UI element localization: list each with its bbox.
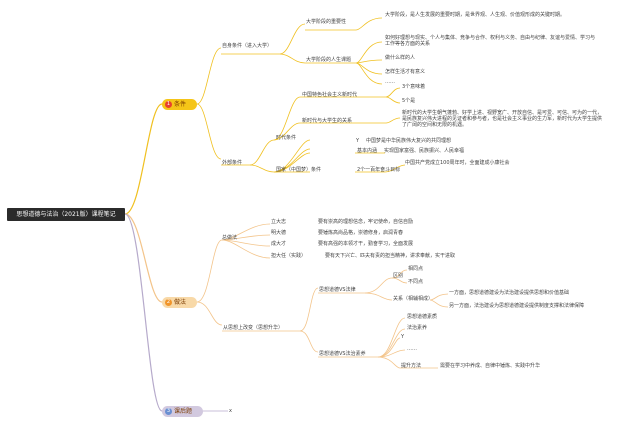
node-two-centenary[interactable]: 2个一百年奋斗目标: [357, 167, 401, 173]
node-overall-method[interactable]: 总做法: [222, 235, 238, 241]
node-meaningful-life[interactable]: 怎样生活才有意义: [385, 69, 426, 75]
node-big-duty[interactable]: 担大任（实践）: [271, 253, 307, 259]
node-big-duty-desc[interactable]: 要有天下兴亡、匹夫有责的担当精神，讲求奉献，实干进取: [325, 253, 456, 259]
node-big-virtue[interactable]: 明大德: [271, 230, 287, 236]
node-5-is[interactable]: 5个是: [402, 98, 416, 104]
link-root-b2: [124, 213, 163, 303]
node-y-2[interactable]: Y: [401, 334, 405, 340]
node-new-era-relation-desc[interactable]: 新时代的大学生朝气蓬勃、好学上进、视野宽广、开放自信、是可爱、可信、可为的一代，…: [402, 110, 603, 129]
link-root-b1: [124, 103, 163, 215]
link-root-b3: [124, 213, 163, 412]
number-3-icon: 3: [165, 408, 172, 415]
node-new-era-relation[interactable]: 新时代与大学生的关系: [302, 118, 353, 124]
node-thought-change[interactable]: 从思想上改变（思想升华）: [223, 325, 284, 331]
node-self-conditions[interactable]: 自身条件（进入大学）: [222, 43, 273, 49]
node-relation-side-1[interactable]: 一方面，思想道德建设为法治建设提供思想和价值基础: [449, 290, 570, 296]
node-basic-content[interactable]: 基本内涵: [357, 148, 378, 154]
node-big-ambition-desc[interactable]: 要有崇高的理想信念，牢记使命，自信自励: [318, 219, 414, 225]
number-1-icon: 1: [165, 101, 172, 108]
node-external-conditions[interactable]: 外部条件: [222, 160, 243, 166]
node-new-era[interactable]: 中国特色社会主义新时代: [302, 92, 358, 98]
branch-exercises-label: 课后题: [174, 408, 193, 415]
node-common-ideal[interactable]: 中国梦是中华民族伟大复兴的共同理想: [366, 138, 452, 144]
node-importance-desc[interactable]: 大学阶段，是人生发展的重要时期，是世界观、人生观、价值观形成的关键时期。: [385, 12, 566, 18]
node-improve-method[interactable]: 提升方法: [401, 363, 422, 369]
node-x[interactable]: x: [229, 408, 232, 414]
node-morality-vs-literacy[interactable]: 思想道德VS法治素养: [319, 351, 366, 357]
node-basic-content-desc[interactable]: 实现国家富强、民族振兴、人民幸福: [384, 148, 465, 154]
node-relation-side-2[interactable]: 另一方面，法治建设为思想道德建设提供制度支撑和法律保障: [449, 303, 585, 309]
node-big-virtue-desc[interactable]: 要锤炼高尚品格，崇德修身，启润青春: [318, 230, 404, 236]
branch-conditions-label: 条件: [174, 101, 187, 108]
node-y-1[interactable]: Y: [356, 138, 360, 144]
node-relation[interactable]: 关系（相辅相成）: [393, 296, 434, 302]
node-life-topics[interactable]: 大学阶段的人生课题: [306, 57, 352, 63]
node-big-ambition[interactable]: 立大志: [271, 219, 287, 225]
node-big-talent[interactable]: 成大才: [271, 241, 287, 247]
node-difference[interactable]: 区别: [393, 273, 404, 279]
node-similarities[interactable]: 相同点: [408, 266, 424, 272]
node-life-topics-relations[interactable]: 如何好理想与现实、个人与集体、竞争与合作、权利与义务、自由与纪律、友谊与爱情、学…: [385, 35, 596, 48]
node-3-meanings[interactable]: 3个意味着: [402, 84, 426, 90]
number-2-icon: 2: [165, 299, 172, 306]
node-differences[interactable]: 不同点: [408, 279, 424, 285]
node-big-talent-desc[interactable]: 要有高强的本领才干，勤奋学习，全面发展: [318, 241, 414, 247]
node-legal-literacy[interactable]: 法治素养: [407, 325, 428, 331]
node-two-centenary-desc[interactable]: 中国共产党成立100周年时，全面建成小康社会: [405, 160, 510, 166]
node-era-conditions[interactable]: 时代条件: [276, 135, 297, 141]
node-ellipsis-1[interactable]: ……: [385, 79, 395, 85]
root-node[interactable]: 思想道德与法治（2021版）课程笔记: [7, 208, 125, 221]
node-importance[interactable]: 大学阶段的重要性: [306, 19, 347, 25]
node-morality-vs-law[interactable]: 思想道德VS法律: [319, 287, 356, 293]
node-improve-method-desc[interactable]: 需要在学习中养成、自律中锤炼、实践中升华: [440, 363, 541, 369]
node-china-dream[interactable]: 国家（中国梦）条件: [276, 167, 322, 173]
node-moral-quality[interactable]: 思想道德素质: [407, 314, 438, 320]
branch-methods-label: 做法: [174, 299, 187, 306]
node-what-person[interactable]: 做什么样的人: [385, 55, 416, 61]
node-ellipsis-2[interactable]: ……: [407, 346, 417, 352]
